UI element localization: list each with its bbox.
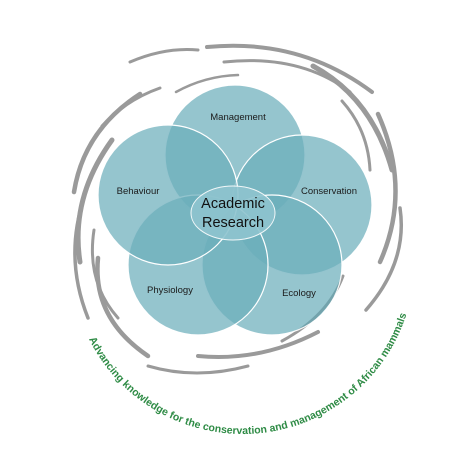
swirl-arc (128, 48, 200, 64)
swirl-arc (340, 99, 372, 172)
swirl-arc (205, 43, 374, 94)
swirl-arcs (71, 43, 404, 375)
swirl-arc (364, 206, 404, 312)
ecology-label: Ecology (282, 288, 316, 299)
physiology-label: Physiology (147, 285, 193, 296)
swirl-arc (75, 137, 115, 265)
swirl-arc (146, 364, 250, 375)
behaviour-label: Behaviour (117, 186, 160, 197)
conservation-label: Conservation (301, 186, 357, 197)
swirl-arc (375, 111, 398, 265)
center-label-line1: Academic (201, 196, 265, 212)
management-label: Management (210, 112, 266, 123)
swirl-arc (310, 63, 395, 173)
swirl-arc (174, 73, 240, 94)
swirl-arc (100, 86, 162, 128)
swirl-arc (95, 255, 151, 359)
academic-research-center (190, 185, 276, 241)
swirl-arc (90, 228, 120, 320)
center-label-line2: Research (202, 215, 264, 231)
swirl-arc (196, 330, 320, 359)
